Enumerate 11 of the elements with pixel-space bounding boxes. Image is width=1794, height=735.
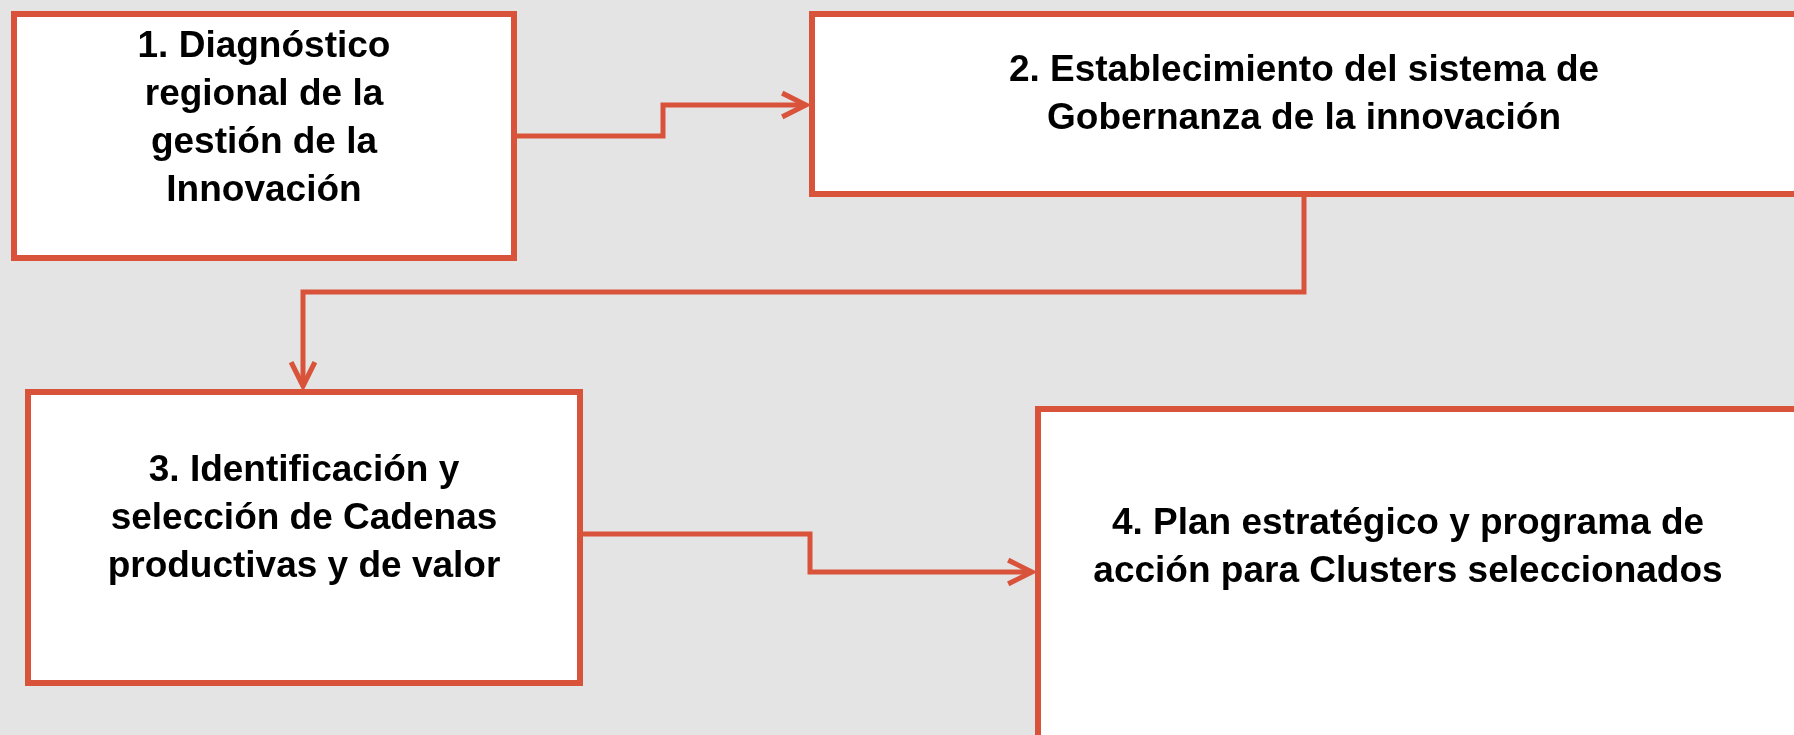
process-box [11, 11, 517, 261]
arrow [288, 197, 1307, 389]
process-box [1035, 406, 1794, 735]
process-box [25, 389, 583, 686]
step-text: 1. Diagnóstico regional de la gestión de la Innovación [136, 23, 392, 211]
step-text: 3. Identificación y selección de Cadenas productivas y de valor [106, 447, 502, 587]
step-text: 2. Establecimiento del sistema de Gobernanza de la innovación [1007, 47, 1601, 139]
arrow [583, 531, 1035, 587]
process-box [809, 11, 1794, 197]
step-text: 4. Plan estratégico y programa de acción para Clusters seleccionados [1092, 500, 1724, 592]
arrow [517, 90, 809, 139]
